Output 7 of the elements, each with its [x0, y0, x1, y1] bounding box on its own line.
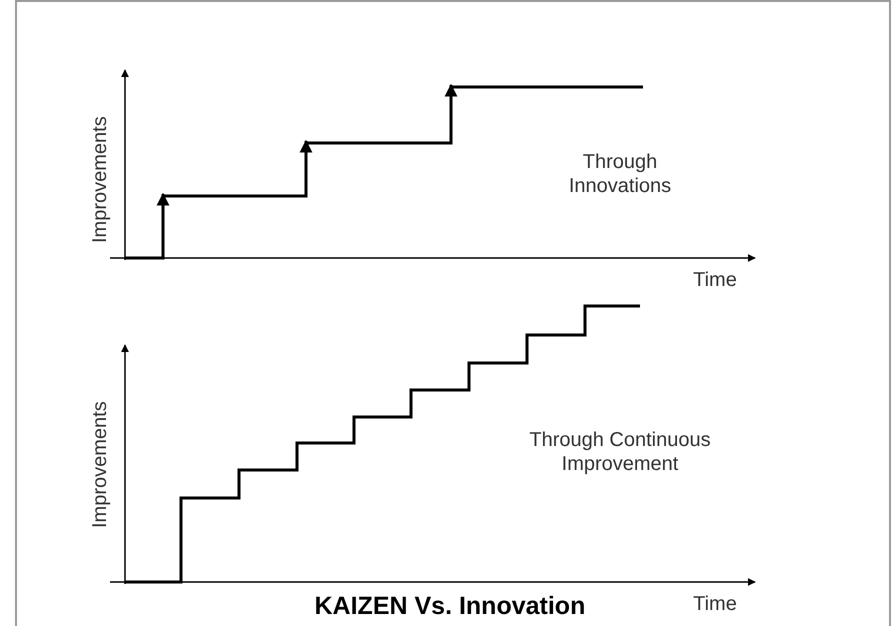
- caption: KAIZEN Vs. Innovation: [314, 592, 586, 621]
- axis-title: Time: [692, 592, 738, 616]
- axis-title: Time: [692, 268, 738, 292]
- axis-title: Improvements: [88, 400, 112, 530]
- chart-annotation: Through Innovations: [568, 150, 672, 198]
- axis-title: Improvements: [88, 116, 112, 246]
- chart-annotation: Through Continuous Improvement: [528, 428, 712, 476]
